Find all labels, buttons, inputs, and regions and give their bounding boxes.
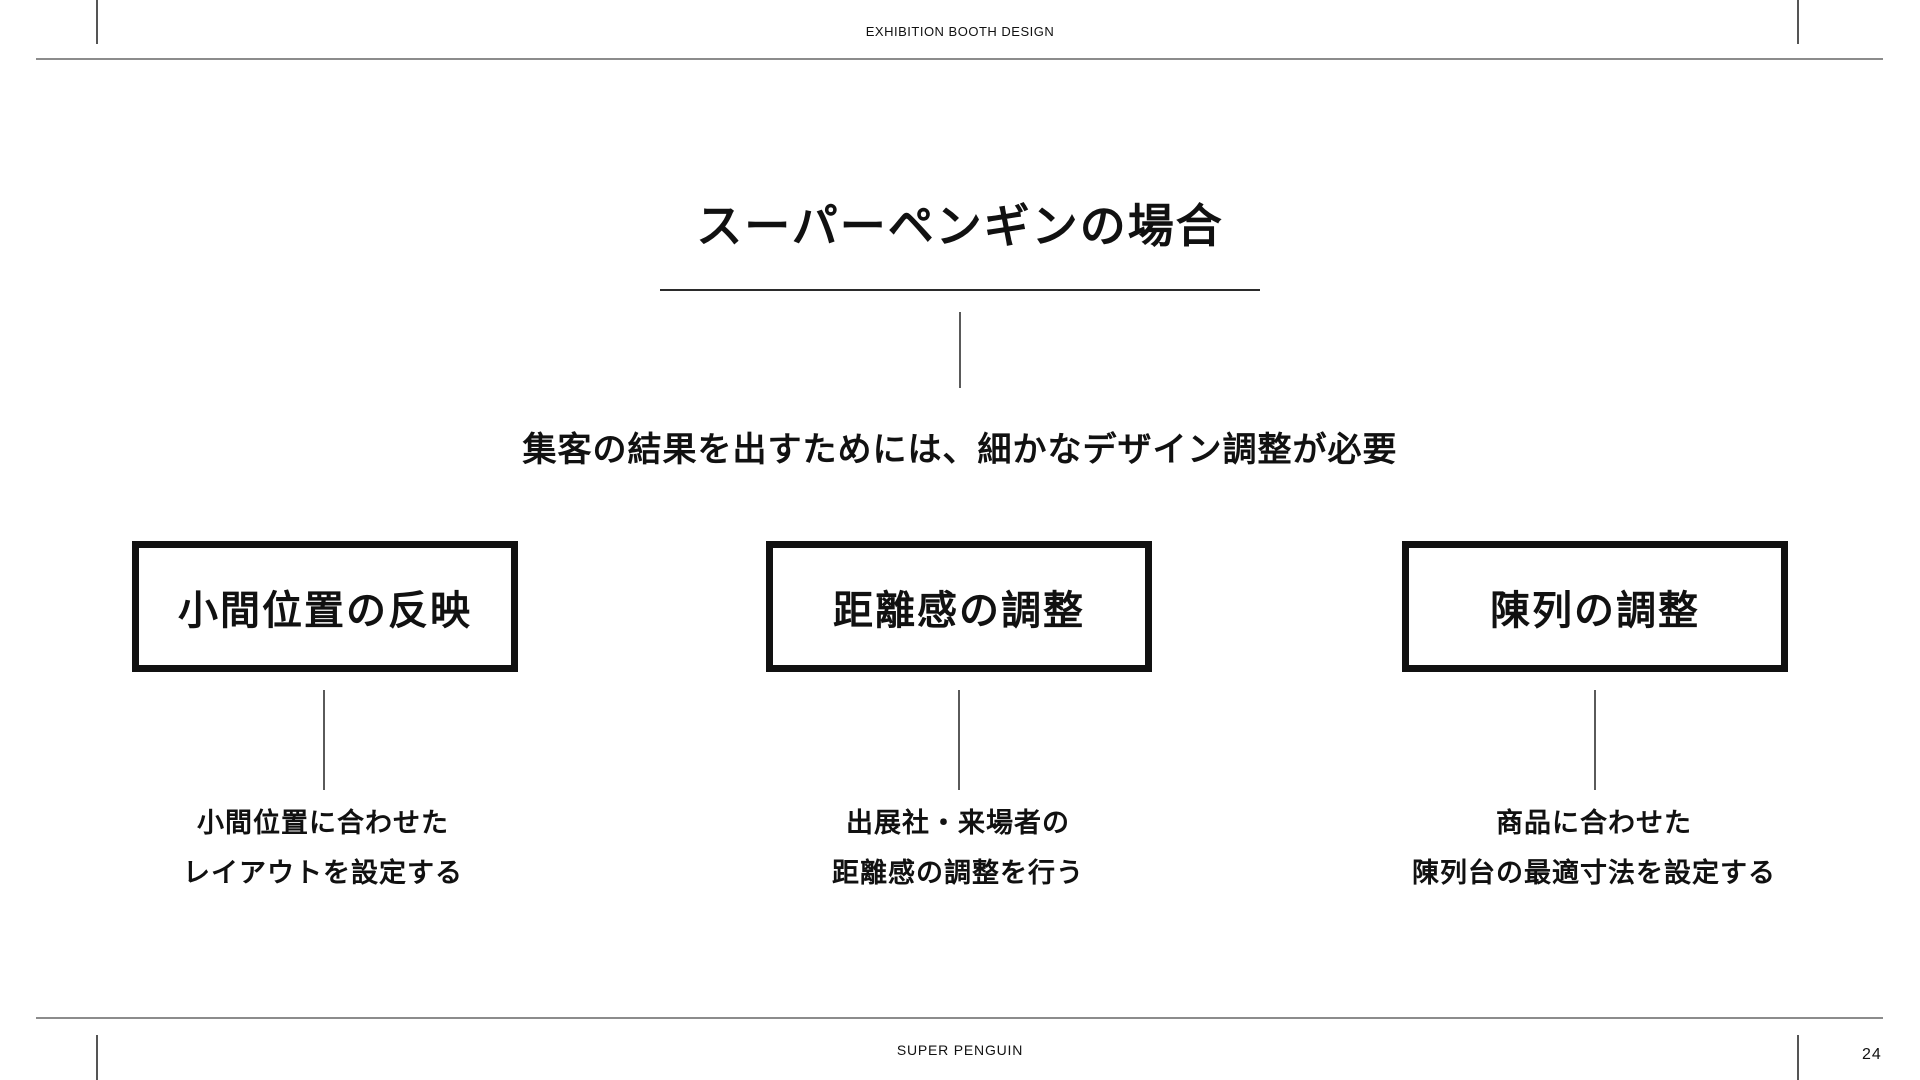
slide-title: スーパーペンギンの場合 xyxy=(696,200,1224,252)
connector-booth-position xyxy=(323,690,325,790)
node-box-distance: 距離感の調整 xyxy=(766,541,1152,672)
crop-tick-bottom-left xyxy=(96,1035,98,1080)
node-box-booth-position: 小間位置の反映 xyxy=(132,541,518,672)
connector-distance xyxy=(958,690,960,790)
desc-line: 距離感の調整を行う xyxy=(832,858,1084,888)
connector-title-to-lead xyxy=(959,312,961,388)
desc-line: 出展社・来場者の xyxy=(846,808,1070,838)
node-box-display: 陳列の調整 xyxy=(1402,541,1788,672)
crop-tick-bottom-right xyxy=(1797,1035,1799,1080)
header-rule xyxy=(36,58,1883,60)
title-underline xyxy=(660,289,1260,291)
page-number: 24 xyxy=(1862,1046,1882,1063)
crop-tick-top-right xyxy=(1797,0,1799,44)
crop-tick-top-left xyxy=(96,0,98,44)
lead-text: 集客の結果を出すためには、細かなデザイン調整が必要 xyxy=(522,431,1398,469)
header-title: EXHIBITION BOOTH DESIGN xyxy=(865,24,1055,39)
footer-rule xyxy=(36,1017,1883,1019)
desc-line: 商品に合わせた xyxy=(1496,808,1692,838)
desc-line: レイアウトを設定する xyxy=(183,858,463,888)
connector-display xyxy=(1594,690,1596,790)
node-desc-booth-position: 小間位置に合わせた レイアウトを設定する xyxy=(43,798,603,898)
node-desc-distance: 出展社・来場者の 距離感の調整を行う xyxy=(678,798,1238,898)
desc-line: 陳列台の最適寸法を設定する xyxy=(1412,858,1776,888)
node-desc-display: 商品に合わせた 陳列台の最適寸法を設定する xyxy=(1314,798,1874,898)
footer-brand: SUPER PENGUIN xyxy=(896,1042,1024,1058)
desc-line: 小間位置に合わせた xyxy=(197,808,449,838)
